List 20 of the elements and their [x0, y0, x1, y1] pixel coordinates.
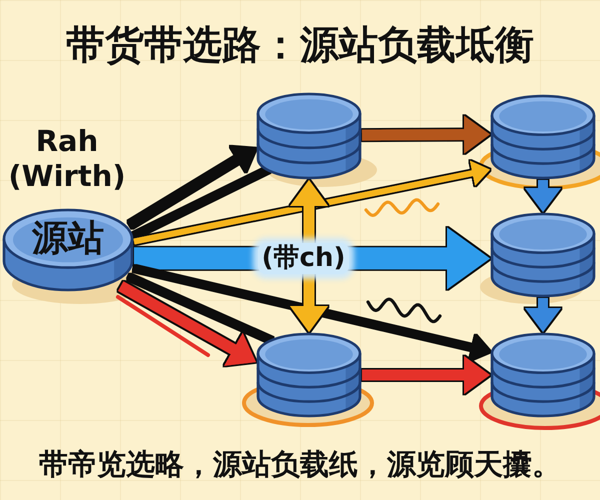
arrow [133, 160, 490, 245]
edge-label: (带ch) [258, 242, 350, 274]
connector-line [128, 274, 274, 344]
title: 带货带选路：源站负载坻衡 [66, 23, 534, 70]
arrow [525, 180, 561, 212]
disk-stack [490, 332, 596, 418]
connector-line [132, 166, 270, 238]
disk-stack [490, 212, 596, 298]
node-label: 源站 [32, 219, 104, 259]
node-caption: Rah (Wirth) [7, 124, 127, 194]
arrow [362, 116, 490, 154]
disk-stack [256, 332, 362, 418]
arrow [133, 266, 490, 360]
disk-stack [490, 94, 596, 180]
arrow [525, 298, 561, 332]
arrow [128, 146, 256, 228]
arrow [362, 356, 490, 394]
caption: 带帝览选略，源站负载纸，源览顾天攮。 [39, 446, 561, 482]
arrow [118, 281, 256, 366]
disk-stack [256, 92, 362, 180]
